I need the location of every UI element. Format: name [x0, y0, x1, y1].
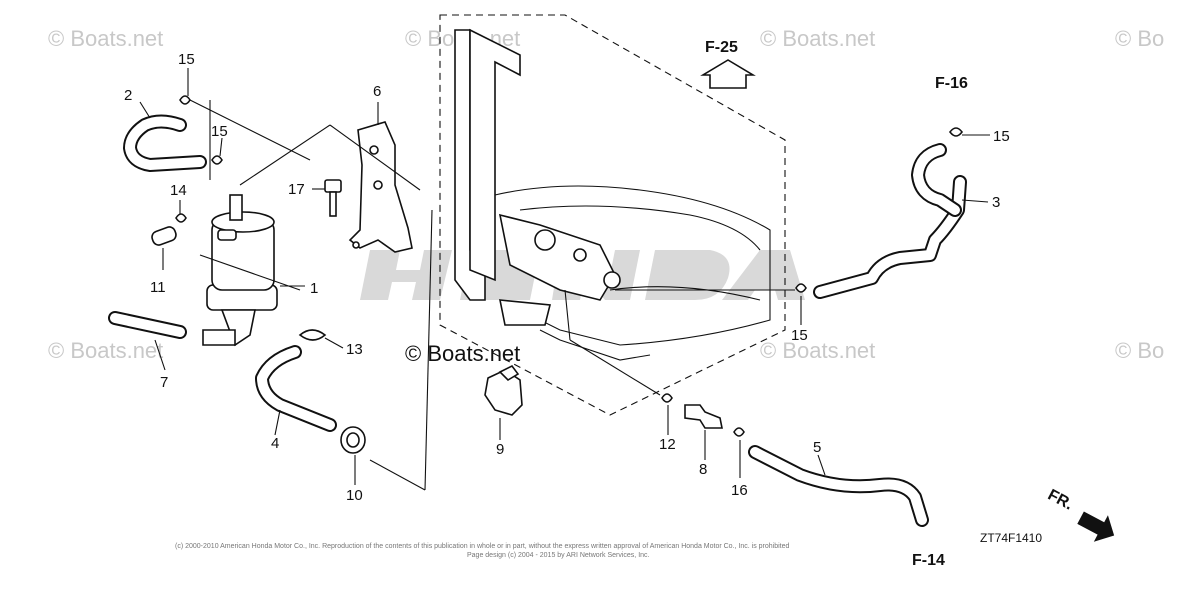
callout-11[interactable]: 11: [150, 279, 166, 296]
callout-12[interactable]: 12: [659, 436, 676, 453]
callout-4[interactable]: 4: [271, 435, 279, 452]
callout-13[interactable]: 13: [346, 341, 363, 358]
clip-part-15c[interactable]: [948, 127, 964, 137]
hose-part-2[interactable]: [123, 114, 207, 172]
callout-16[interactable]: 16: [731, 482, 748, 499]
callout-10[interactable]: 10: [346, 487, 363, 504]
hose-part-3[interactable]: [813, 143, 967, 299]
callout-7[interactable]: 7: [160, 374, 168, 391]
ref-label-f14: F-14: [912, 552, 945, 569]
callout-15[interactable]: 15: [993, 128, 1010, 145]
callout-15[interactable]: 15: [211, 123, 228, 140]
copyright-line-1: (c) 2000-2010 American Honda Motor Co., …: [175, 543, 789, 550]
callout-8[interactable]: 8: [699, 461, 707, 478]
clamp-part-9[interactable]: [484, 364, 523, 416]
callout-layer: 1 2 3 4 5 6 7 8 9 10 11 12 13 14 15 15 1…: [124, 51, 1010, 504]
clips: [175, 95, 964, 437]
callout-1[interactable]: 1: [310, 280, 318, 297]
hose-part-7[interactable]: [108, 311, 187, 339]
clip-part-13[interactable]: [298, 329, 327, 341]
clip-part-15d[interactable]: [795, 283, 807, 293]
grommet-part-10[interactable]: [340, 426, 366, 454]
engine-outline: [439, 14, 786, 416]
watermark: © Boats.net: [48, 338, 163, 363]
ref-label-f16: F-16: [935, 75, 968, 92]
watermark-main: © Boats.net: [405, 341, 520, 366]
callout-14[interactable]: 14: [170, 182, 187, 199]
hose-part-11[interactable]: [150, 225, 177, 246]
bolt-part-17[interactable]: [324, 179, 342, 217]
callout-17[interactable]: 17: [288, 181, 305, 198]
front-arrow-icon: [1077, 511, 1115, 542]
clip-part-16[interactable]: [733, 427, 745, 437]
watermark: © Bo: [1115, 26, 1164, 51]
clip-part-15a[interactable]: [179, 95, 191, 105]
watermark: © Bo: [1115, 338, 1164, 363]
copyright-line-2: Page design (c) 2004 - 2015 by ARI Netwo…: [467, 552, 650, 559]
ref-label-f25: F-25: [705, 39, 738, 56]
callout-15[interactable]: 15: [178, 51, 195, 68]
arrow-up-icon: [700, 59, 756, 89]
bracket-part-6[interactable]: [348, 121, 413, 253]
watermark: © Boats.net: [760, 26, 875, 51]
joint-part-8[interactable]: [684, 404, 723, 429]
callout-5[interactable]: 5: [813, 439, 821, 456]
diagram-code: ZT74F1410: [980, 531, 1042, 545]
callout-15[interactable]: 15: [791, 327, 808, 344]
watermark-layer: © Boats.net © Boats.net © Boats.net © Bo…: [48, 26, 1164, 363]
clip-part-15b[interactable]: [211, 155, 223, 165]
callout-3[interactable]: 3: [992, 194, 1000, 211]
callout-9[interactable]: 9: [496, 441, 504, 458]
ref-label-fr: FR.: [1045, 486, 1076, 513]
watermark: © Boats.net: [48, 26, 163, 51]
watermark: © Boats.net: [760, 338, 875, 363]
hose-part-4[interactable]: [255, 345, 337, 432]
clip-part-12[interactable]: [661, 393, 673, 403]
clip-part-14[interactable]: [175, 213, 187, 223]
hose-part-5[interactable]: [748, 445, 929, 527]
callout-2[interactable]: 2: [124, 87, 132, 104]
engine-frame: [454, 28, 771, 361]
callout-6[interactable]: 6: [373, 83, 381, 100]
leader-lines: [139, 68, 990, 491]
canister-part-1[interactable]: [202, 194, 278, 347]
